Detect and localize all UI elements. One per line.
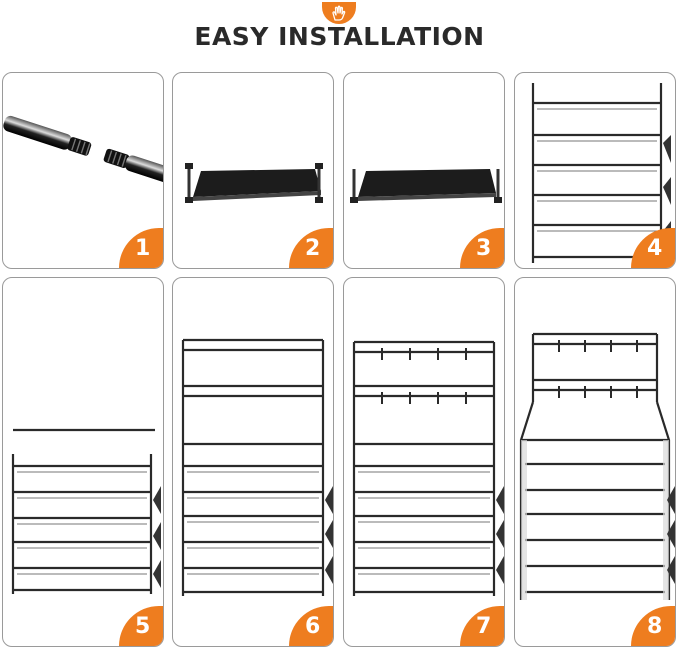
step-number-badge: 5 xyxy=(119,606,163,646)
rack-illustration xyxy=(181,338,333,596)
step-panel-1: 1 xyxy=(2,72,164,269)
tube-connection-illustration xyxy=(3,115,163,190)
step-panel-6: 6 xyxy=(172,277,334,647)
step-panel-2: 2 xyxy=(172,72,334,269)
step-panel-8: 8 xyxy=(514,277,676,647)
step-panel-4: 4 xyxy=(514,72,676,269)
rack-illustration xyxy=(531,83,671,263)
rack-illustration xyxy=(11,428,161,594)
shelf-fabric-illustration xyxy=(350,169,502,203)
hand-icon xyxy=(322,2,356,24)
shelf-fabric-illustration xyxy=(185,163,323,203)
rack-illustration xyxy=(519,332,675,600)
step-panel-3: 3 xyxy=(343,72,505,269)
page-title: EASY INSTALLATION xyxy=(194,22,485,51)
step-panel-7: 7 xyxy=(343,277,505,647)
step-number-badge: 8 xyxy=(631,606,675,646)
header: EASY INSTALLATION xyxy=(0,0,679,66)
step-panel-5: 5 xyxy=(2,277,164,647)
rack-illustration xyxy=(352,340,504,596)
